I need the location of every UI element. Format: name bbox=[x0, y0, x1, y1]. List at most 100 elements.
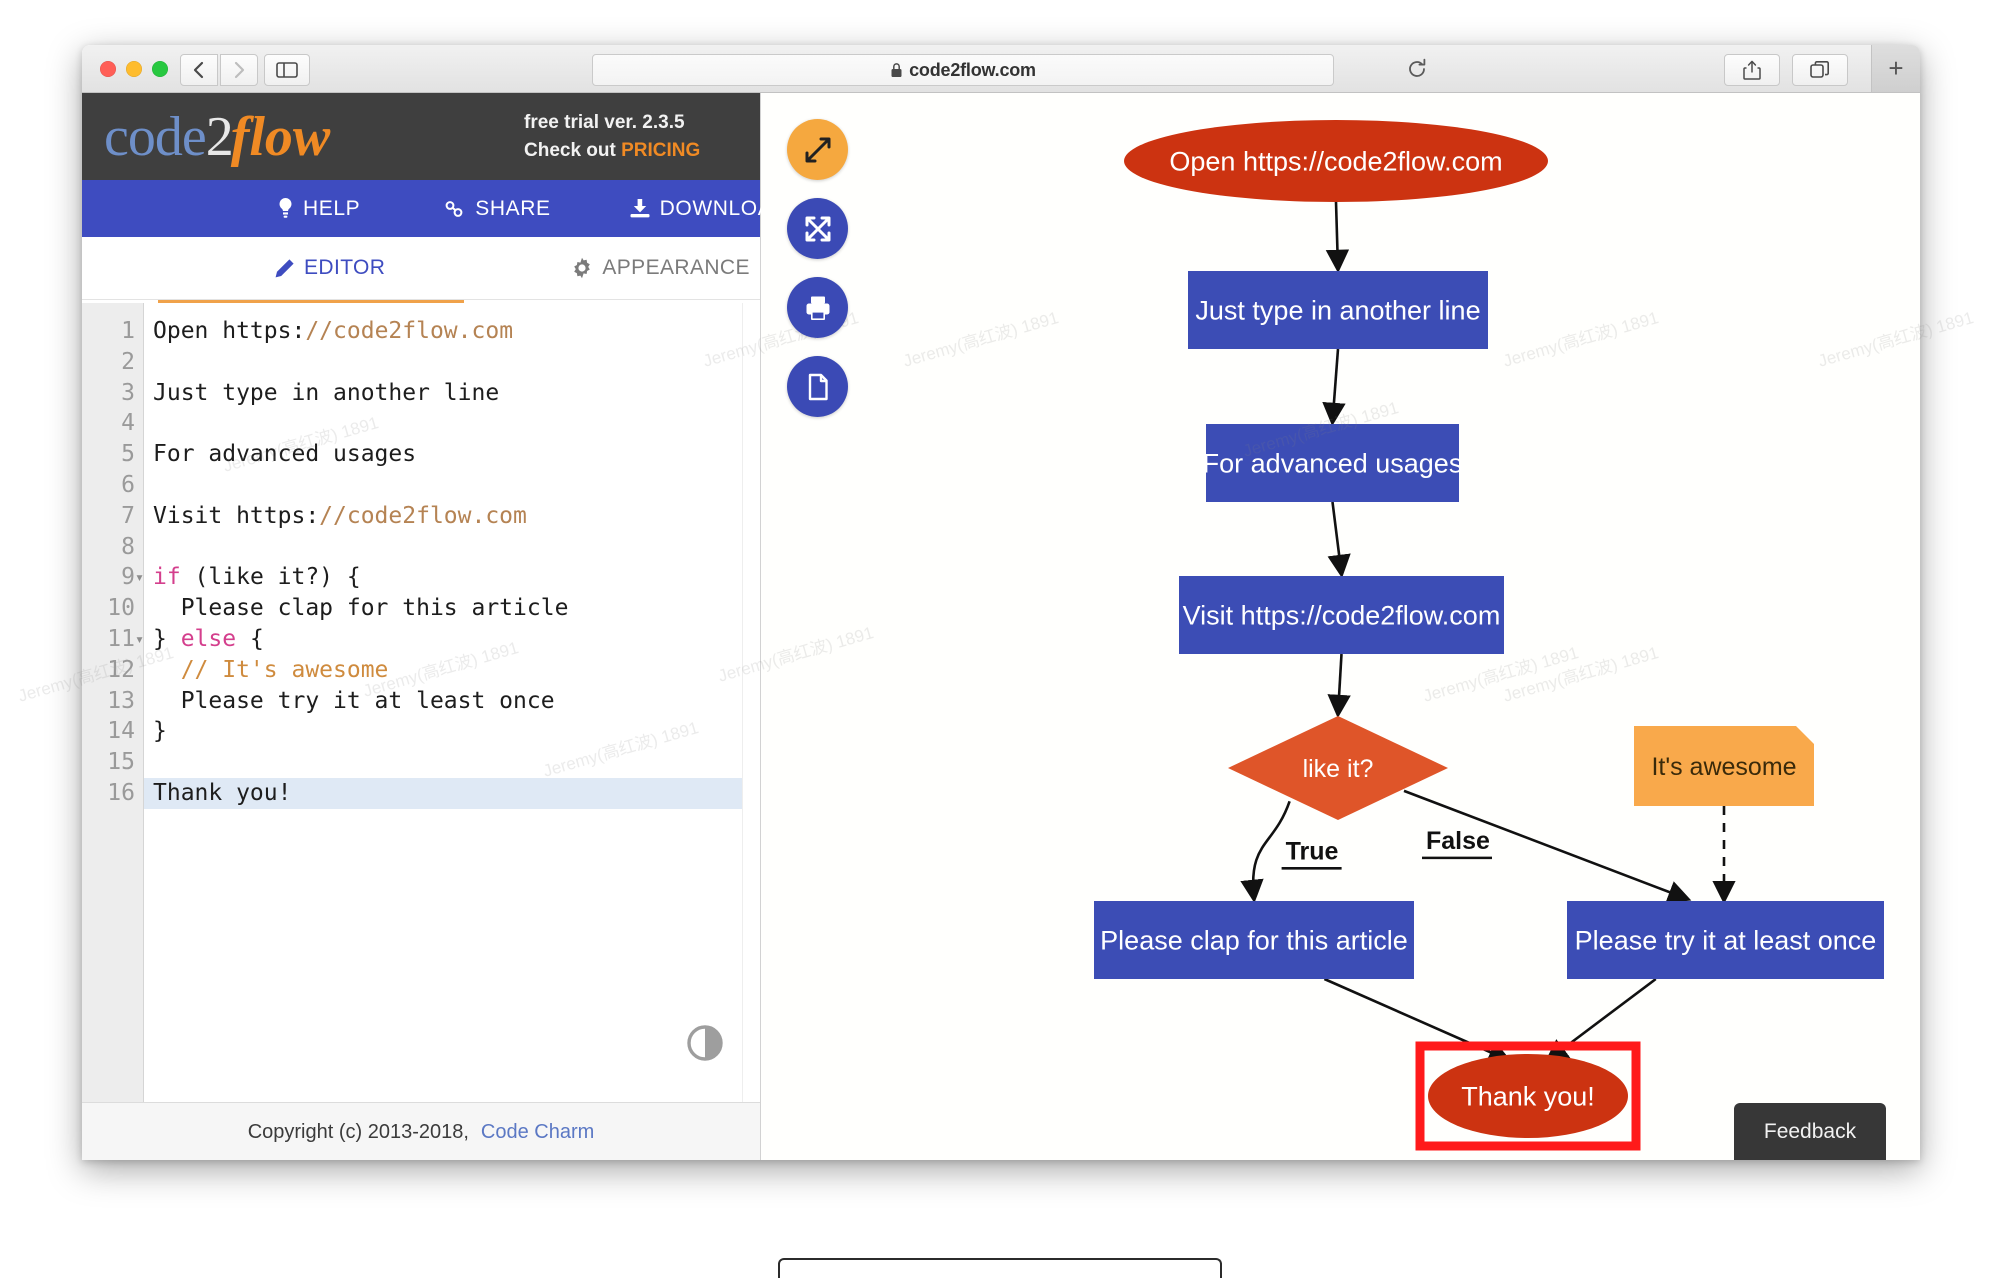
lock-icon bbox=[890, 62, 903, 78]
flow-node[interactable]: Please clap for this article bbox=[1094, 901, 1414, 979]
code-token: Please try it at least once bbox=[153, 687, 555, 714]
flow-node[interactable]: Open https://code2flow.com bbox=[1124, 120, 1548, 202]
tab-editor[interactable]: EDITOR bbox=[274, 237, 385, 299]
checkout-text: Check out bbox=[524, 140, 622, 161]
line-number: 16 bbox=[107, 779, 135, 806]
print-icon bbox=[806, 296, 829, 320]
code-line[interactable] bbox=[144, 532, 760, 563]
minimize-window-button[interactable] bbox=[126, 61, 142, 77]
code-token: Thank you! bbox=[153, 779, 292, 806]
app-navbar: HELP SHARE bbox=[82, 180, 820, 237]
new-document-button[interactable] bbox=[787, 356, 848, 417]
print-button[interactable] bbox=[787, 277, 848, 338]
chevron-left-icon bbox=[193, 61, 204, 79]
back-button[interactable] bbox=[180, 54, 218, 86]
line-number: 3 bbox=[121, 379, 135, 406]
navigation-buttons bbox=[180, 54, 258, 86]
flow-node[interactable]: For advanced usages bbox=[1203, 424, 1463, 502]
code-token: (like it?) { bbox=[180, 564, 361, 591]
flow-node[interactable]: It's awesome bbox=[1634, 726, 1814, 806]
flow-node[interactable]: Please try it at least once bbox=[1567, 901, 1884, 979]
code-token: } bbox=[153, 718, 167, 745]
nav-item-download-label: DOWNLOAD bbox=[659, 196, 789, 220]
code-line[interactable]: Visit https://code2flow.com bbox=[144, 501, 760, 532]
flow-edge bbox=[1322, 348, 1346, 427]
fold-triangle-icon[interactable]: ▾ bbox=[134, 629, 144, 648]
fold-triangle-icon[interactable]: ▾ bbox=[134, 568, 144, 587]
flow-edge bbox=[1325, 201, 1350, 274]
flow-edge-label: True bbox=[1286, 837, 1339, 865]
code-charm-link[interactable]: Code Charm bbox=[480, 1120, 595, 1143]
logo-code-text: code bbox=[104, 105, 207, 168]
pricing-link[interactable]: PRICING bbox=[621, 140, 701, 161]
line-number: 4 bbox=[121, 410, 135, 437]
flow-node-label: For advanced usages bbox=[1203, 448, 1463, 478]
line-number: 7 bbox=[121, 502, 135, 529]
code-token: if bbox=[153, 564, 181, 591]
code-token: For advanced usages bbox=[153, 441, 417, 468]
resize-diagonal-icon bbox=[805, 137, 830, 162]
contrast-toggle-button[interactable] bbox=[682, 1020, 728, 1066]
pricing-line: Check out PRICING bbox=[524, 137, 700, 165]
trial-info: free trial ver. 2.3.5 Check out PRICING bbox=[524, 109, 700, 165]
browser-titlebar: code2flow.com bbox=[82, 45, 1920, 93]
code-line[interactable]: Please clap for this article bbox=[144, 593, 760, 624]
forward-button[interactable] bbox=[220, 54, 258, 86]
flow-node-label: It's awesome bbox=[1651, 753, 1796, 781]
trial-version-text: free trial ver. 2.3.5 bbox=[524, 112, 685, 133]
flow-node[interactable]: Just type in another line bbox=[1188, 271, 1488, 349]
flow-node-label: Open https://code2flow.com bbox=[1169, 146, 1502, 176]
tab-editor-label: EDITOR bbox=[304, 256, 386, 279]
code-line[interactable] bbox=[144, 408, 760, 439]
code-line[interactable]: Open https://code2flow.com bbox=[144, 316, 760, 347]
code-line[interactable]: Please try it at least once bbox=[144, 686, 760, 717]
code-token: Please clap for this article bbox=[153, 595, 569, 622]
code-line[interactable]: if (like it?) { bbox=[144, 562, 760, 593]
code-line[interactable]: // It's awesome bbox=[144, 655, 760, 686]
resize-diagonal-button[interactable] bbox=[787, 119, 848, 180]
code-line[interactable]: } else { bbox=[144, 624, 760, 655]
code-line[interactable] bbox=[144, 347, 760, 378]
code-token: else bbox=[180, 625, 237, 652]
code-line[interactable] bbox=[144, 470, 760, 501]
line-number: 11▾ bbox=[82, 624, 144, 655]
feedback-button[interactable]: Feedback bbox=[1734, 1103, 1886, 1160]
expand-fullscreen-button[interactable] bbox=[787, 198, 848, 259]
window-dock-hint bbox=[778, 1258, 1222, 1278]
flow-node-label: like it? bbox=[1303, 755, 1374, 783]
share-button[interactable] bbox=[1724, 54, 1780, 86]
code-line[interactable]: Thank you! bbox=[144, 777, 760, 809]
code-line[interactable]: Just type in another line bbox=[144, 378, 760, 409]
code-line[interactable] bbox=[144, 747, 760, 778]
reload-button[interactable] bbox=[1404, 56, 1430, 82]
show-tabs-button[interactable] bbox=[1792, 54, 1848, 86]
code-line[interactable]: For advanced usages bbox=[144, 439, 760, 470]
pencil-icon bbox=[275, 258, 294, 277]
address-bar[interactable]: code2flow.com bbox=[592, 54, 1334, 86]
flow-node[interactable]: like it? bbox=[1228, 716, 1448, 820]
new-tab-button[interactable]: + bbox=[1871, 45, 1920, 92]
window-controls bbox=[100, 61, 168, 77]
flow-node[interactable]: Visit https://code2flow.com bbox=[1179, 576, 1504, 654]
line-number: 15 bbox=[107, 749, 135, 776]
nav-item-help[interactable]: HELP bbox=[267, 197, 370, 221]
code-token: Visit https: bbox=[153, 502, 320, 529]
flow-edge bbox=[1327, 653, 1351, 719]
sidebar-toggle-button[interactable] bbox=[264, 54, 310, 86]
tab-appearance[interactable]: APPEARANCE bbox=[571, 237, 750, 299]
editor-scrollbar[interactable] bbox=[742, 303, 760, 1102]
code-line[interactable]: } bbox=[144, 716, 760, 747]
close-window-button[interactable] bbox=[100, 61, 116, 77]
nav-item-share[interactable]: SHARE bbox=[434, 197, 560, 221]
maximize-window-button[interactable] bbox=[152, 61, 168, 77]
flow-node[interactable]: Thank you! bbox=[1415, 1041, 1641, 1151]
logo-flow-text: flow bbox=[230, 105, 331, 168]
chevron-right-icon bbox=[234, 61, 245, 79]
